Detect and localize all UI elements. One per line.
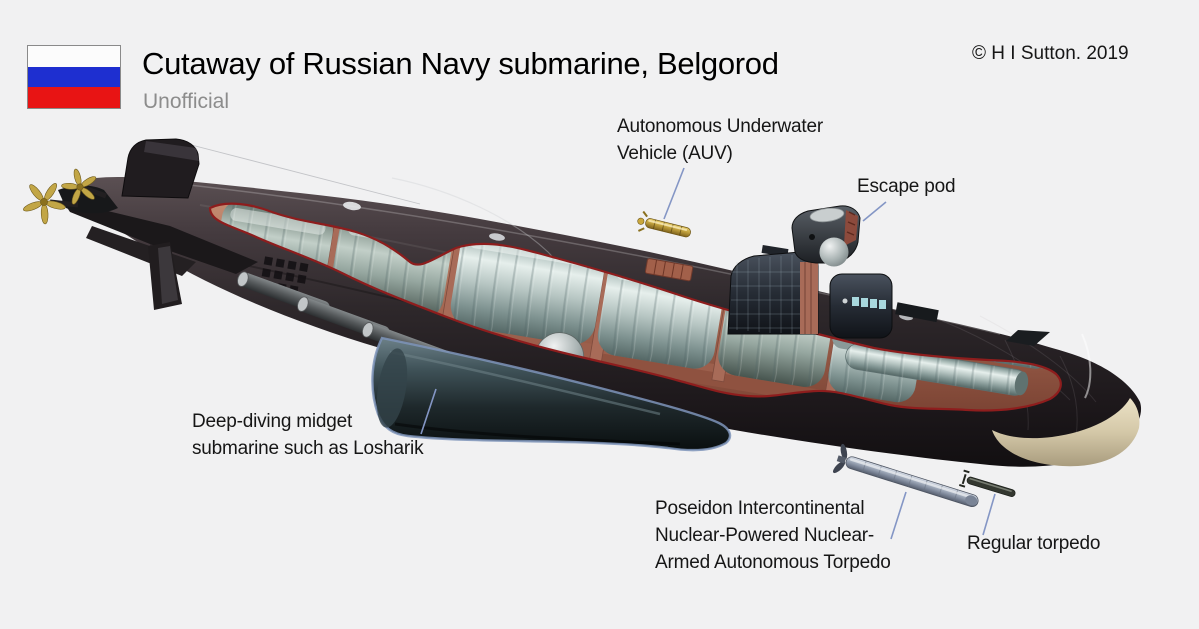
poseidon-label-line3: Armed Autonomous Torpedo — [655, 552, 891, 573]
poseidon-leader-line — [890, 491, 907, 540]
sail-windows — [852, 297, 886, 309]
escape-pod-art — [791, 205, 861, 267]
regular-torpedo-label: Regular torpedo — [967, 533, 1101, 554]
sail — [727, 245, 893, 339]
escape-pod-label: Escape pod — [857, 176, 956, 197]
poseidon-label: Poseidon Intercontinental Nuclear-Powere… — [655, 495, 891, 576]
midget-sub-label: Deep-diving midget submarine such as Los… — [192, 408, 424, 462]
auv-label-line1: Autonomous Underwater — [617, 116, 823, 137]
flag-stripe-blue — [28, 66, 120, 88]
deck-block — [895, 302, 939, 323]
auv-bay — [644, 258, 694, 282]
auv-label-line2: Vehicle (AUV) — [617, 143, 733, 164]
bow-fin — [1006, 330, 1050, 346]
auv-leader-line — [663, 167, 685, 220]
stern-planes — [62, 200, 258, 310]
bow-highlight-seam — [1081, 333, 1092, 399]
midget-sub-leader-line — [420, 388, 437, 435]
midget-sub-label-line1: Deep-diving midget — [192, 411, 353, 432]
poseidon-label-line1: Poseidon Intercontinental — [655, 498, 865, 519]
regular-torpedo-art — [958, 469, 1016, 497]
midget-submarine-art — [371, 336, 732, 452]
copyright-credit: © H I Sutton. 2019 — [972, 43, 1129, 64]
leader-lines — [420, 167, 996, 540]
auv-art — [637, 210, 691, 238]
page-title: Cutaway of Russian Navy submarine, Belgo… — [142, 46, 779, 81]
auv-label: Autonomous Underwater Vehicle (AUV) — [617, 113, 823, 167]
bow-sonar-dome — [992, 398, 1140, 467]
tail-fin — [121, 138, 200, 199]
flag-stripe-white — [28, 46, 120, 67]
russia-flag-icon — [27, 45, 121, 109]
cutaway-red-outline — [208, 202, 1062, 412]
poseidon-label-line2: Nuclear-Powered Nuclear- — [655, 525, 875, 546]
page-subtitle: Unofficial — [143, 90, 229, 113]
escape-pod-leader-line — [862, 201, 887, 222]
midget-sub-label-line2: submarine such as Losharik — [192, 438, 424, 459]
regular-torpedo-leader-line — [982, 493, 996, 536]
propellers — [23, 168, 97, 225]
flag-stripe-red — [28, 87, 120, 108]
poseidon-torpedo-art — [832, 443, 979, 508]
